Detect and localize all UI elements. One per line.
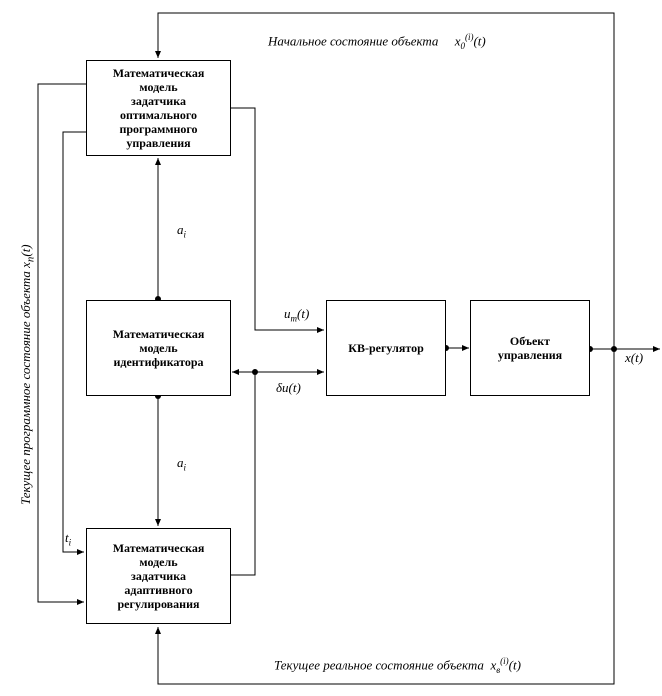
regulator-block: КВ-регулятор (326, 300, 446, 396)
object-block: Объект управления (470, 300, 590, 396)
xt-label: x(t) (625, 350, 644, 365)
junction-dot (252, 369, 258, 375)
real-state-label: Текущее реальное состояние объекта xв(i)… (274, 656, 521, 675)
program-state-label: Текущее программное состояние объекта xп… (18, 244, 37, 505)
ai-lower-label: ai (177, 455, 187, 473)
program-state-line (37, 83, 86, 605)
identifier-label: Математическая модель идентификатора (112, 327, 205, 369)
ti-label: ti (65, 530, 72, 548)
um-label: um(t) (284, 306, 310, 324)
initial-state-label: Начальное состояние объекта x0(i)(t) (268, 32, 486, 51)
regulator-label: КВ-регулятор (348, 341, 424, 355)
ai-upper-label: ai (177, 222, 187, 240)
object-label: Объект управления (497, 334, 563, 362)
um-line (231, 107, 324, 333)
du-label: δu(t) (276, 380, 301, 395)
real-state-feedback-line (155, 349, 615, 685)
adaptive-to-du-line (231, 372, 256, 576)
ti-line (62, 131, 86, 555)
optimal-program-block: Математическая модель задатчика оптималь… (86, 60, 231, 156)
identifier-block: Математическая модель идентификатора (86, 300, 231, 396)
optimal-program-label: Математическая модель задатчика оптималь… (112, 66, 205, 150)
adaptive-regulation-block: Математическая модель задатчика адаптивн… (86, 528, 231, 624)
junction-dot (611, 346, 617, 352)
adaptive-regulation-label: Математическая модель задатчика адаптивн… (112, 541, 205, 611)
